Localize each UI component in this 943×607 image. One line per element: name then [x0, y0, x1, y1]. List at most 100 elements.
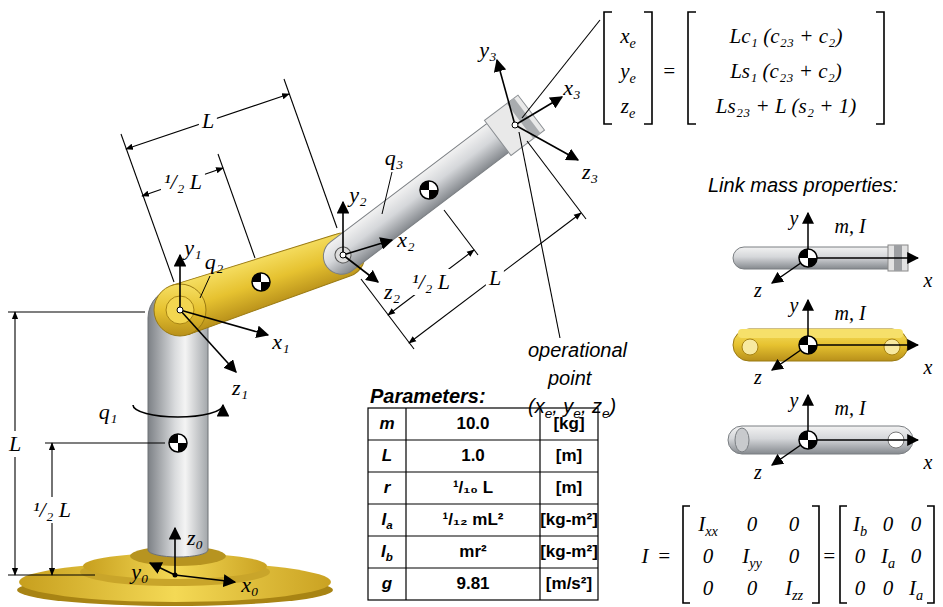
text-run: I [909, 576, 916, 600]
axis-label: y [790, 207, 799, 230]
equation-term: xe [620, 24, 636, 49]
table-cell: r [384, 478, 391, 498]
equation-sign: = [822, 544, 836, 569]
mass-label: m, I [834, 302, 865, 325]
text-run: , z [581, 395, 602, 417]
equation-term: Ls₂₃ + L (s₂ + 1) [716, 94, 856, 119]
text-run: a [916, 586, 923, 602]
text-run: e [602, 405, 610, 420]
table-cell: [m] [556, 478, 582, 498]
table-cell: ¹/₁₀ L [453, 478, 493, 498]
text-run: e [629, 104, 635, 120]
table-cell: 10.0 [456, 414, 489, 434]
axis-label: z [754, 461, 762, 484]
matrix-entry: 0 [883, 576, 894, 601]
matrix-entry: Ib [853, 512, 867, 537]
matrix-entry: 0 [747, 512, 758, 537]
matrix-entry: Izz [785, 576, 803, 601]
matrix-entry: 0 [789, 512, 800, 537]
text-run: , y [552, 395, 573, 417]
equation-term: Ls₁ (c₂₃ + c₂) [730, 59, 842, 84]
text-run: e [629, 69, 635, 85]
axis-label: y₀ [131, 559, 148, 585]
text-run: I [698, 512, 705, 536]
text-run: zz [792, 586, 803, 602]
text-run: I [381, 510, 386, 529]
axis-label: z₀ [187, 525, 203, 551]
dimension-label: L [6, 431, 24, 457]
axis-label: y₁ [184, 235, 201, 261]
axis-label: y [790, 389, 799, 412]
text-run: b [386, 551, 393, 563]
matrix-entry: 0 [789, 544, 800, 569]
mass-label: m, I [834, 215, 865, 238]
table-cell: L [382, 446, 392, 466]
matrix-entry: 0 [703, 544, 714, 569]
text-run: e [545, 405, 553, 420]
text-run: I [785, 576, 792, 600]
matrix-entry: Ia [909, 576, 923, 601]
table-cell: [m/s²] [546, 574, 592, 594]
matrix-bracket [604, 12, 934, 603]
equation-term: ye [620, 59, 636, 84]
table-cell: 1.0 [461, 446, 485, 466]
axis-label: x [924, 269, 933, 292]
table-cell: Ib [381, 542, 393, 562]
parameter-table [368, 408, 598, 600]
matrix-entry: Ixx [698, 512, 718, 537]
axis-label: x₂ [397, 227, 414, 253]
axis-label: y₂ [349, 182, 366, 208]
section-heading: Parameters: [370, 385, 486, 408]
text-run: a [888, 554, 895, 570]
joint-angle: q₃ [385, 145, 404, 171]
table-cell: [kg-m²] [540, 542, 598, 562]
axis-label: x [924, 451, 933, 474]
section-heading: Link mass properties: [708, 174, 898, 197]
axis-label: z₃ [582, 159, 598, 185]
text-run: I [881, 544, 888, 568]
axis-label: z₁ [232, 375, 248, 401]
text-run: x [620, 24, 629, 48]
table-cell: [kg-m²] [540, 510, 598, 530]
table-cell: 9.81 [456, 574, 489, 594]
axis-label: y [790, 294, 799, 317]
text-run: I [742, 544, 749, 568]
link-icon-axes [772, 213, 918, 465]
joint-angle: q₂ [205, 249, 224, 275]
axis-label: z₂ [384, 279, 400, 305]
matrix-entry: 0 [855, 576, 866, 601]
text-run: a [386, 519, 392, 531]
equation-term: ze [621, 94, 636, 119]
matrix-entry: Iyy [742, 544, 762, 569]
table-cell: [kg] [553, 414, 584, 434]
matrix-entry: Ia [881, 544, 895, 569]
axis-label: z [754, 279, 762, 302]
dimension-label: ¹/₂ L [409, 269, 453, 295]
joint-angle: q₁ [99, 399, 118, 425]
text-run: ) [610, 395, 617, 417]
equation-term: I [642, 544, 649, 569]
equation-sign: = [657, 544, 671, 569]
text-run: b [860, 522, 867, 538]
text-run: xx [705, 522, 718, 538]
axis-label: x₁ [272, 329, 289, 355]
text-run: yy [749, 554, 762, 570]
callout-text: operational [528, 339, 627, 362]
table-cell: ¹/₁₂ mL² [443, 510, 504, 530]
callout-text: point [548, 367, 591, 390]
text-run: I [853, 512, 860, 536]
text-run: (x [528, 395, 545, 417]
table-cell: [m] [556, 446, 582, 466]
center-of-mass-marker [799, 249, 817, 449]
text-run: y [620, 59, 629, 83]
matrix-entry: 0 [911, 512, 922, 537]
matrix-entry: 0 [911, 544, 922, 569]
text-run: I [381, 542, 386, 561]
dimension-label: L [199, 108, 217, 134]
matrix-entry: 0 [747, 576, 758, 601]
matrix-entry: 0 [855, 544, 866, 569]
link-3 [314, 95, 545, 285]
matrix-entry: 0 [703, 576, 714, 601]
axis-label: x₀ [241, 572, 258, 598]
